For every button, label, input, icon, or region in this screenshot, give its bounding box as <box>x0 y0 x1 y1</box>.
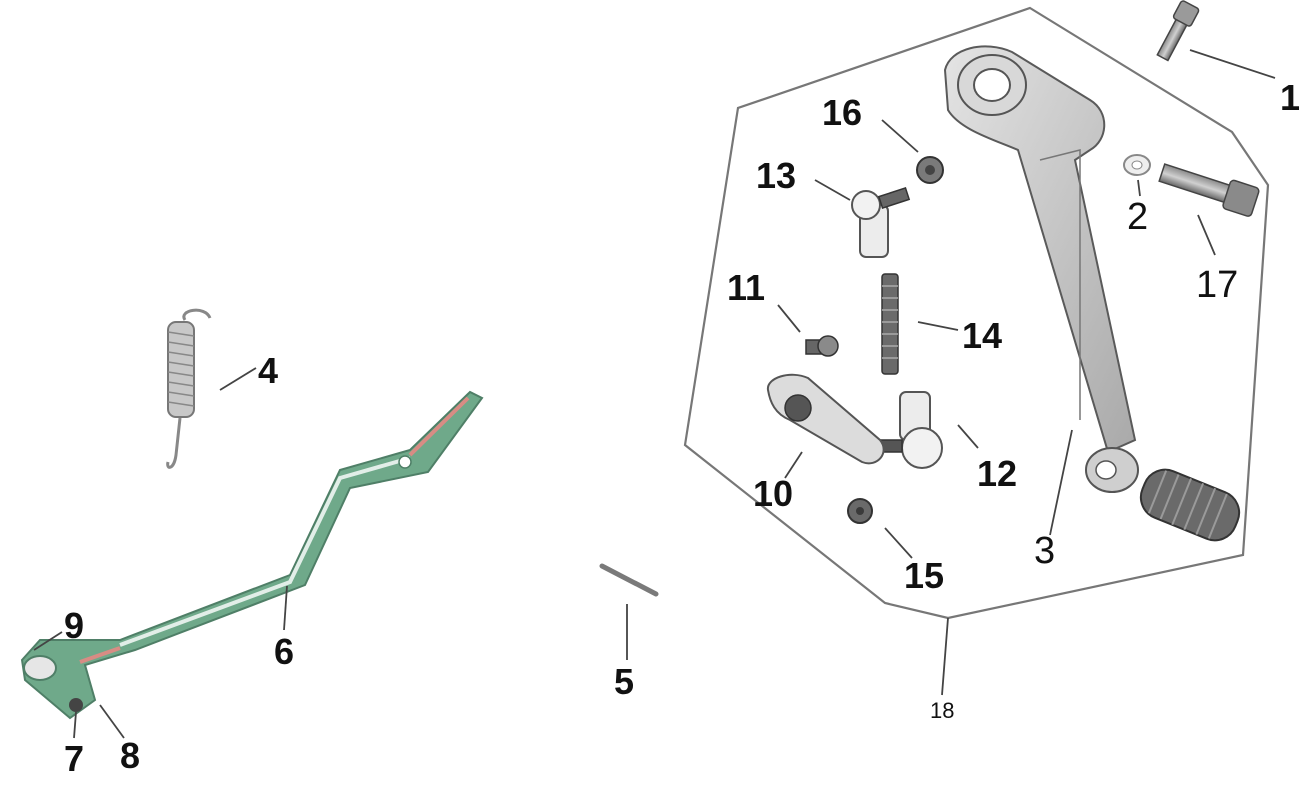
callout-16: 16 <box>822 92 863 133</box>
pin-icon <box>599 563 659 597</box>
leader-line-1 <box>1189 49 1276 79</box>
callout-7: 7 <box>64 738 85 779</box>
callout-3: 3 <box>1034 530 1056 572</box>
leader-lines <box>33 49 1276 739</box>
brake-lever-icon <box>20 390 484 720</box>
callout-17: 17 <box>1196 264 1239 306</box>
callout-4: 4 <box>258 350 279 391</box>
rod-icon <box>881 273 899 375</box>
leader-line-16 <box>881 119 919 153</box>
leader-line-3 <box>1049 429 1073 536</box>
callout-13: 13 <box>756 155 797 196</box>
leader-line-14 <box>917 321 959 331</box>
callout-6: 6 <box>274 631 295 672</box>
leader-line-4 <box>219 367 257 391</box>
leader-line-10 <box>784 451 803 479</box>
callout-12: 12 <box>977 453 1018 494</box>
spring-icon <box>166 308 212 469</box>
arm-icon <box>766 373 885 465</box>
leader-line-13 <box>814 179 851 201</box>
callout-2: 2 <box>1127 196 1149 238</box>
callout-18: 18 <box>930 698 955 723</box>
callout-15: 15 <box>904 555 945 596</box>
rod-end-icon <box>879 391 943 469</box>
callout-5: 5 <box>614 661 635 702</box>
leader-line-18 <box>941 617 949 696</box>
leader-line-8 <box>99 704 125 739</box>
nut-icon <box>847 498 873 524</box>
callout-11: 11 <box>727 267 766 308</box>
leader-line-2 <box>1137 179 1141 197</box>
bolt-icon <box>1156 0 1200 62</box>
callout-10: 10 <box>753 473 794 514</box>
callout-9: 9 <box>64 605 85 646</box>
rod-end-icon <box>851 187 911 258</box>
washer-icon <box>1123 154 1151 176</box>
leader-line-9 <box>33 631 63 651</box>
bolt-icon <box>1158 163 1260 217</box>
callout-1: 1 <box>1280 77 1301 118</box>
gear-lever-icon <box>943 45 1241 542</box>
bolt-icon <box>805 335 839 357</box>
leader-line-7 <box>73 711 77 739</box>
leader-line-15 <box>884 527 913 559</box>
nut-icon <box>916 156 944 184</box>
callout-8: 8 <box>120 735 141 776</box>
leader-line-6 <box>283 585 288 631</box>
callout-14: 14 <box>962 315 1003 356</box>
leader-line-12 <box>957 424 979 449</box>
leader-line-17 <box>1197 214 1216 256</box>
leader-line-11 <box>777 304 801 333</box>
